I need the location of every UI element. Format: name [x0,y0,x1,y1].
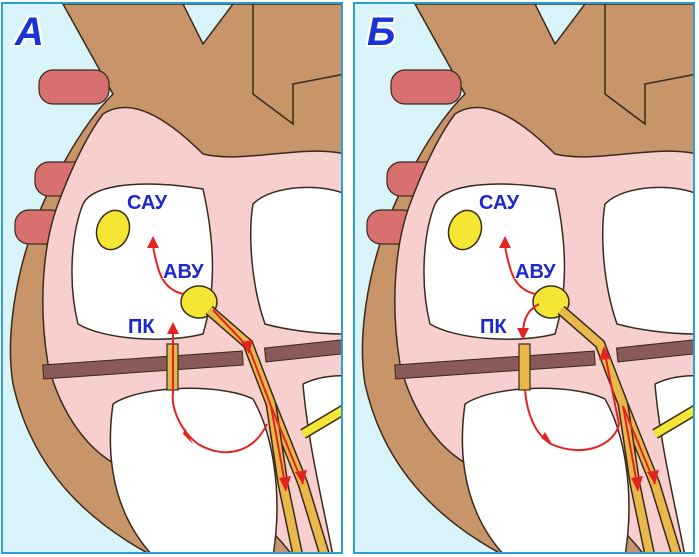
arrowhead-his-1 [241,340,253,354]
left-atrium [250,186,341,335]
right-ventricle [109,387,278,552]
pulmonary-wedge [252,4,341,126]
av-band-left [42,350,244,380]
av-band-right [263,338,341,363]
av-band-right [615,338,693,363]
arrowhead-pk [167,322,179,334]
arrowhead-branch [631,476,643,492]
sau-label: САУ [127,192,168,214]
left-bundle-branch-fill [300,406,341,438]
avu-label: АВУ [163,261,204,283]
pk-label: ПК [480,316,507,338]
arrowhead-his-2 [295,470,307,484]
arrow-his-down [212,309,304,485]
sa-node [95,209,131,251]
aorta [534,4,586,46]
arrowhead-branch [279,476,291,492]
arrow-loop-back [171,393,268,454]
vessel-1 [390,69,462,105]
arrow-avu-to-sau [504,245,536,295]
pulmonary-wedge [604,4,693,126]
pk-label: ПК [128,316,155,338]
arrowhead-pk-down [541,432,553,446]
vessel-1 [38,69,110,105]
panel-letter-a: А [15,10,44,54]
panel-a: А САУ АВУ ПК [1,2,343,554]
heart-diagram-a [9,4,341,552]
arrowhead-up [599,346,611,360]
arrowhead-his-2 [647,470,659,484]
sau-label: САУ [479,192,520,214]
heart-diagram-b [361,4,693,552]
arrow-loop-up [550,353,621,452]
av-node [532,285,570,319]
arrowhead-pk [517,328,529,340]
sa-node [447,209,483,251]
av-band-left [394,350,596,380]
arrow-branch-down [622,405,638,485]
aorta [182,4,234,46]
panel-letter-b: Б [367,10,396,54]
avu-label: АВУ [515,261,556,283]
right-ventricle [461,387,630,552]
panel-b: Б САУ АВУ ПК [353,2,695,554]
accessory-pathway [518,343,531,391]
left-atrium [602,186,693,335]
arrowhead-loop [183,428,193,444]
left-bundle-branch-fill [652,406,693,438]
av-node [180,285,218,319]
arrow-avu-to-sau [152,245,184,295]
arrow-his-down [622,405,656,485]
arrowhead-sau [147,236,159,248]
arrow-branch-down [270,405,286,485]
arrowhead-sau [499,236,511,248]
